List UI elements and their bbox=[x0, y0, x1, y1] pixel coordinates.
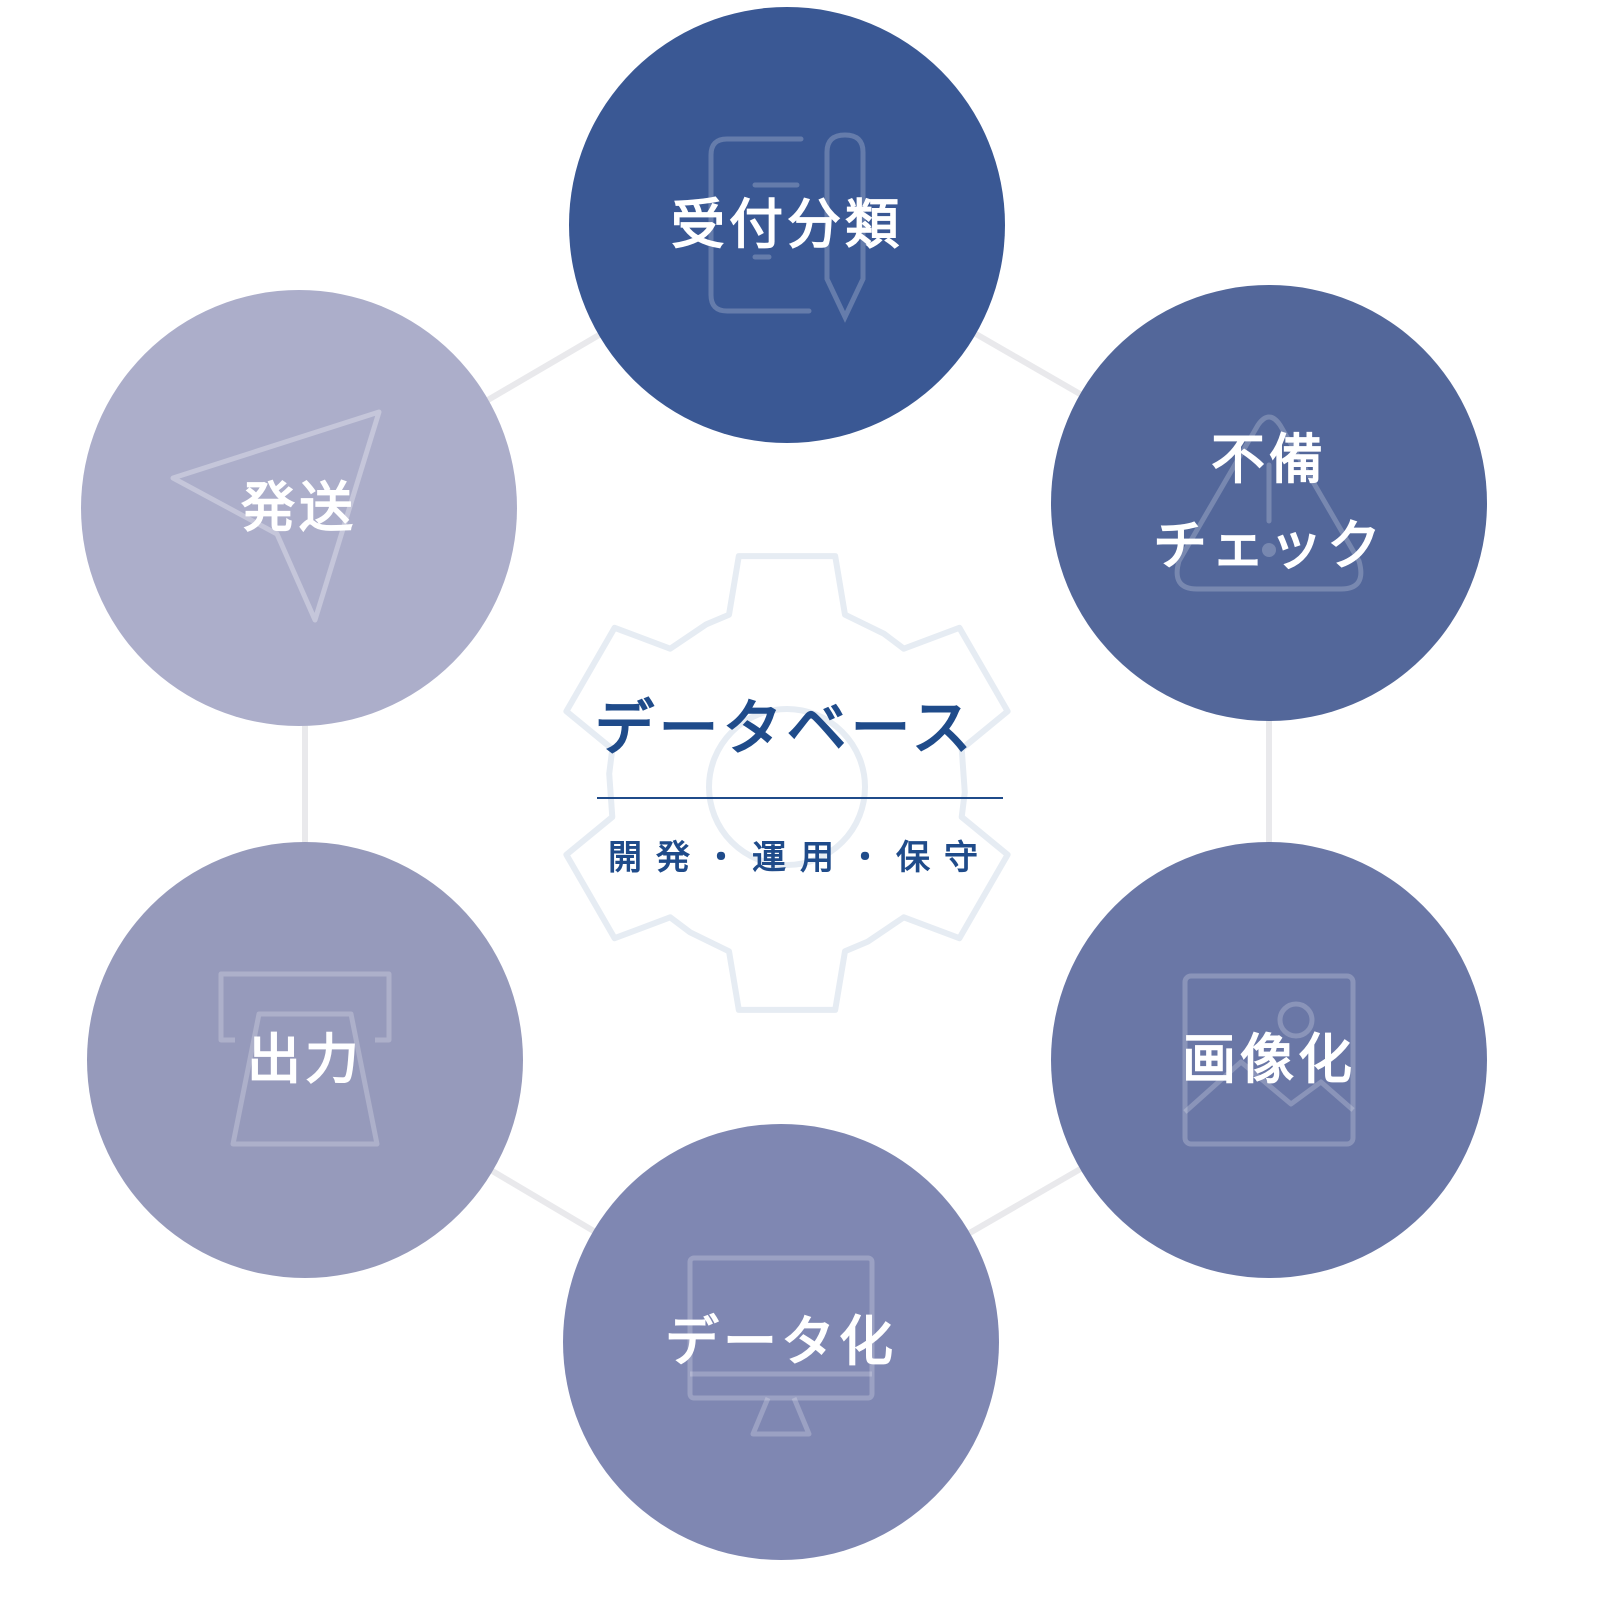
center-divider bbox=[597, 797, 1003, 799]
node-deficiency-check: 不備 チェック bbox=[1051, 285, 1487, 721]
paper-plane-icon bbox=[170, 409, 382, 623]
node-label: 受付分類 bbox=[671, 193, 903, 256]
center-subtitle: 開発・運用・保守 bbox=[608, 838, 992, 878]
node-reception-classification: 受付分類 bbox=[569, 7, 1005, 443]
node-output: 出力 bbox=[87, 842, 523, 1278]
node-data-entry: データ化 bbox=[563, 1124, 999, 1560]
node-label: 不備 チェック bbox=[1153, 428, 1385, 577]
node-imaging: 画像化 bbox=[1051, 842, 1487, 1278]
node-label: 出力 bbox=[247, 1028, 363, 1091]
node-label: 発送 bbox=[241, 476, 357, 539]
image-icon bbox=[1182, 973, 1356, 1147]
gear-hub bbox=[706, 706, 868, 868]
warning-triangle-icon bbox=[1174, 414, 1364, 592]
printer-icon bbox=[218, 971, 392, 1147]
document-pen-icon bbox=[708, 132, 866, 323]
node-label: 画像化 bbox=[1182, 1028, 1356, 1091]
node-shipping: 発送 bbox=[81, 290, 517, 726]
gear-icon bbox=[563, 553, 1011, 1013]
node-label: データ化 bbox=[665, 1310, 897, 1373]
monitor-icon bbox=[687, 1255, 875, 1437]
center-title: データベース bbox=[594, 694, 976, 764]
